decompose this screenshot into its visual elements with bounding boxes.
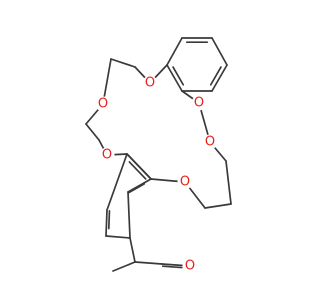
bond-32: [105, 235, 131, 239]
bond-22: [204, 203, 232, 209]
oxygen-atom-3-backdrop: [95, 96, 111, 112]
bond-30: [105, 209, 108, 237]
oxygen-atom-2: O: [194, 96, 204, 111]
bond-9: [172, 66, 185, 86]
bond-13: [110, 58, 136, 68]
oxygen-atom-6: O: [205, 135, 215, 150]
oxygen-atom-1-backdrop: [142, 75, 158, 91]
bond-27: [127, 183, 146, 194]
bond-37: [134, 261, 163, 265]
bond-1: [166, 37, 183, 66]
bond-4: [211, 37, 228, 66]
oxygen-atom-5-backdrop: [177, 174, 193, 190]
bond-34: [128, 161, 147, 180]
bond-36: [112, 261, 136, 272]
bond-35: [129, 237, 136, 263]
atom-label-layer: O O O O O O O: [95, 75, 218, 274]
bond-26: [127, 178, 152, 193]
bond-8: [166, 64, 183, 92]
oxygen-atom-6-backdrop: [202, 134, 218, 150]
oxygen-atom-ketone: O: [185, 259, 195, 274]
bond-31: [107, 210, 111, 230]
bond-33: [126, 153, 152, 180]
molecule-structure: O O O O O O O: [85, 37, 232, 274]
bond-16: [85, 123, 100, 141]
bond-21: [225, 160, 232, 205]
oxygen-atom-4: O: [102, 148, 112, 163]
oxygen-atom-4-backdrop: [99, 147, 115, 163]
oxygen-atom-2-backdrop: [191, 95, 207, 111]
oxygen-atom-1: O: [145, 76, 155, 91]
oxygen-atom-3: O: [98, 97, 108, 112]
bond-39: [161, 265, 183, 269]
oxygen-atom-5: O: [180, 175, 190, 190]
bond-6: [209, 66, 222, 86]
oxygen-atom-ketone-backdrop: [182, 258, 198, 274]
bond-5: [211, 64, 228, 92]
bond-29: [106, 153, 128, 211]
bond-14: [102, 58, 112, 105]
bond-28: [127, 191, 131, 239]
